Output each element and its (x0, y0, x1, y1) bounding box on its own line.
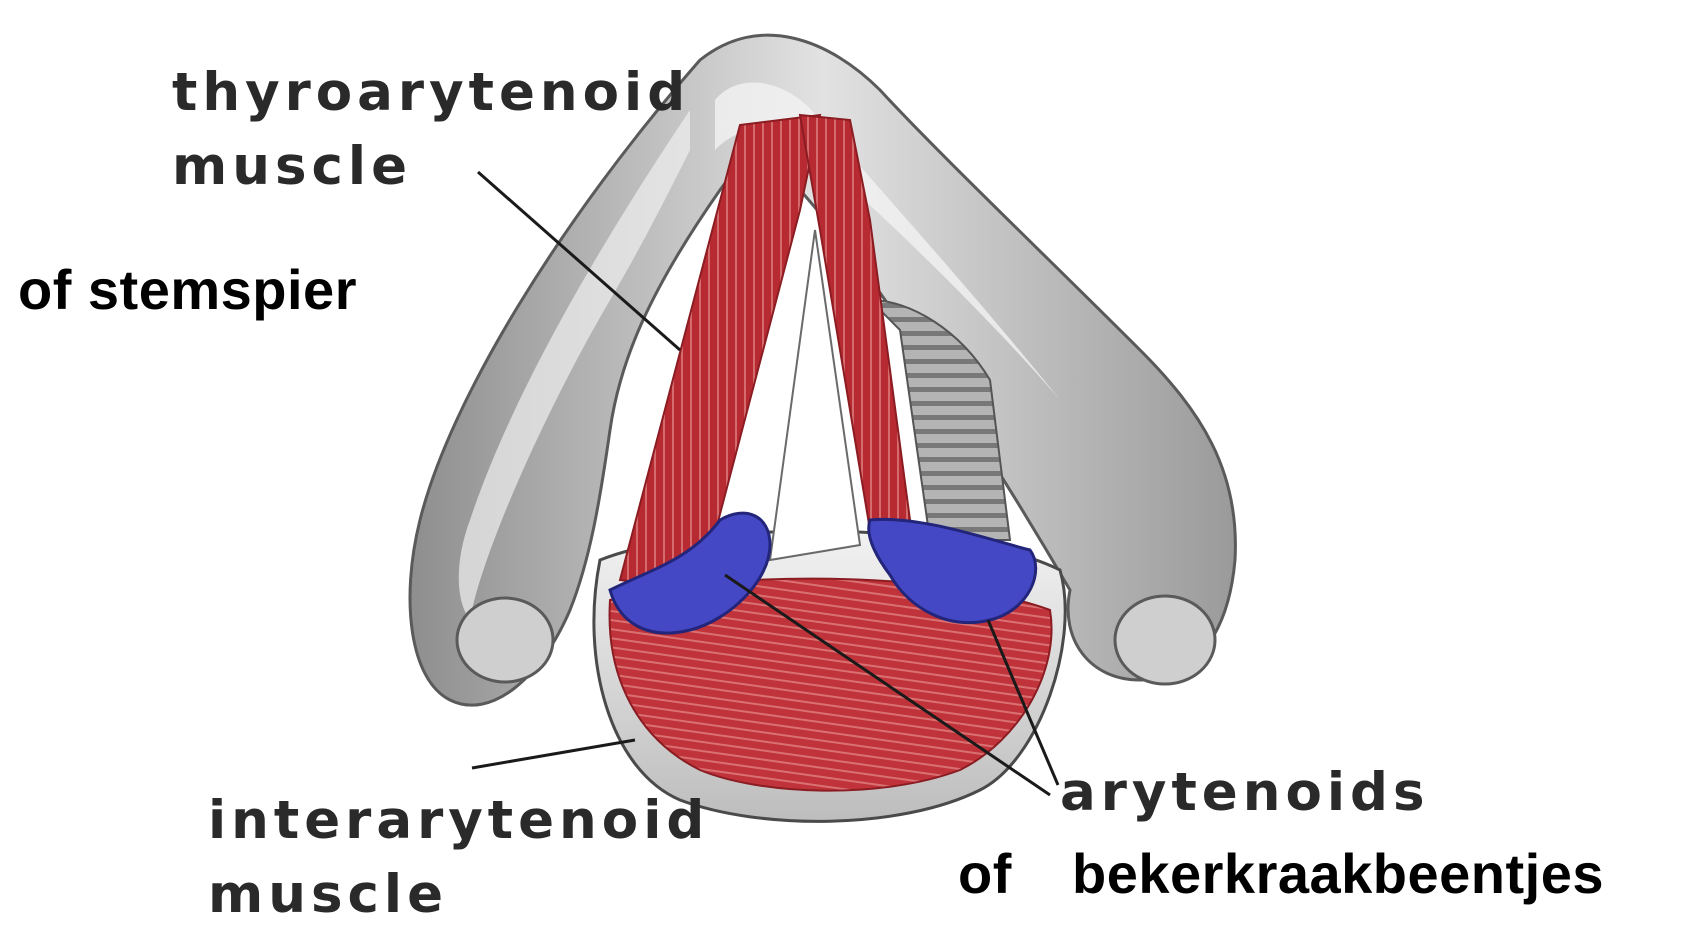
label-thyroarytenoid-line1: thyroarytenoid (172, 66, 690, 119)
label-bekerkraakbeentjes: bekerkraakbeentjes (1072, 846, 1604, 902)
label-interarytenoid-line2: muscle (208, 868, 448, 921)
label-stemspier: of stemspier (18, 262, 357, 318)
label-of: of (958, 846, 1012, 902)
label-interarytenoid-line1: interarytenoid (208, 794, 709, 847)
label-arytenoids: arytenoids (1060, 766, 1430, 819)
label-thyroarytenoid-line2: muscle (172, 140, 412, 193)
leader-line-interarytenoid (472, 740, 635, 768)
